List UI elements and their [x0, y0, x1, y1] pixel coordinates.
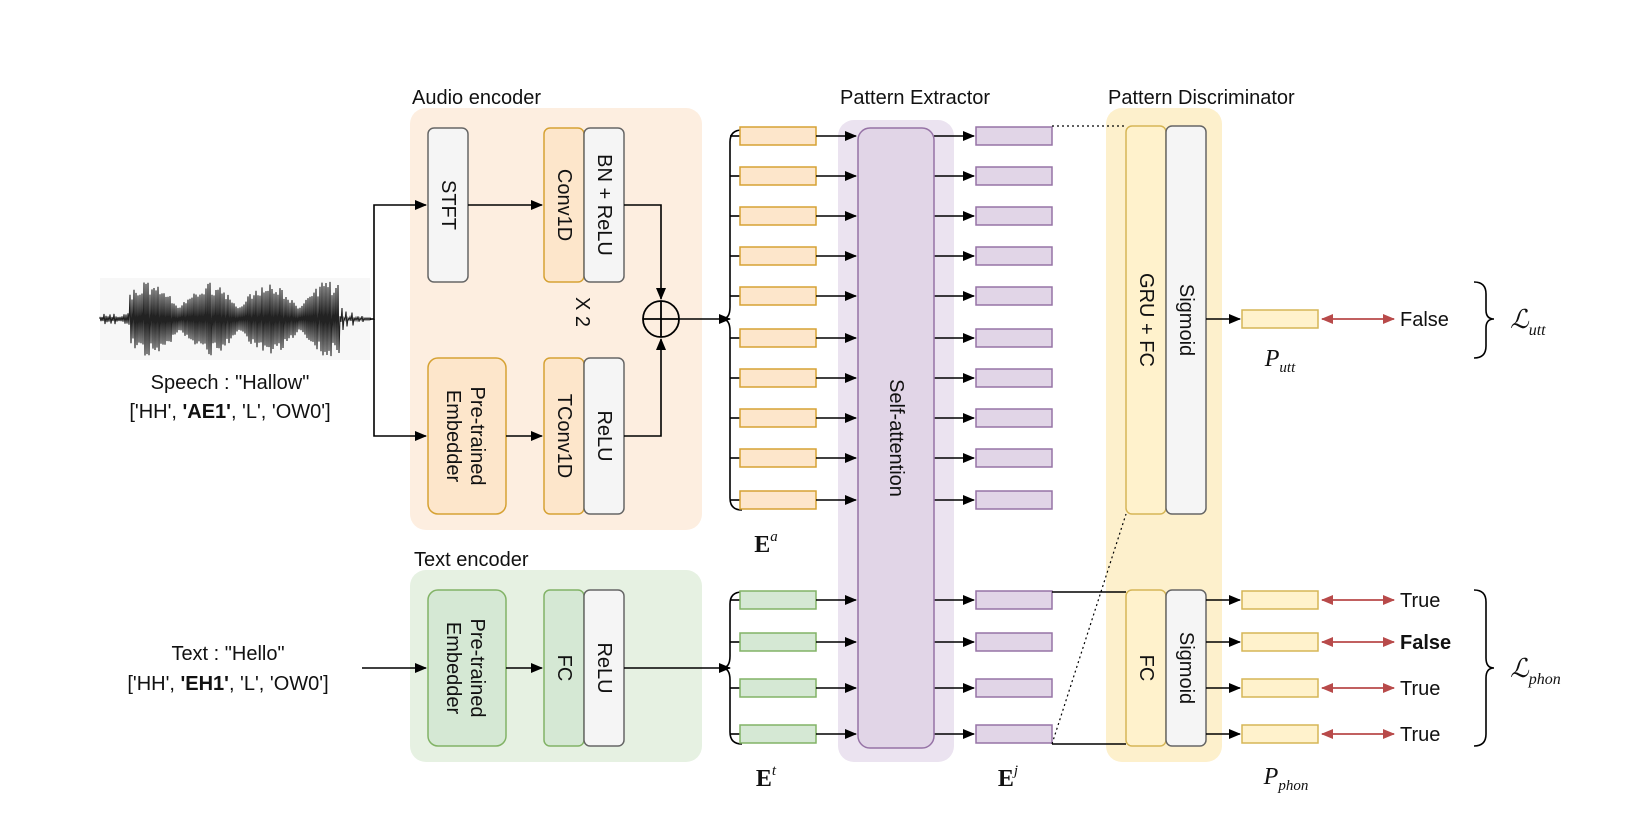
phon-probability-2: [1242, 679, 1318, 697]
joint-embedding-3: [976, 247, 1052, 265]
phon-probability-1: [1242, 633, 1318, 651]
pattern-extractor-title: Pattern Extractor: [840, 87, 990, 109]
joint-embedding-4: [976, 287, 1052, 305]
text-label: Text : "Hello": [171, 643, 284, 665]
audio-embedding-3: [740, 247, 816, 265]
audio-encoder-title: Audio encoder: [412, 87, 541, 109]
repeat-label: X 2: [571, 297, 593, 327]
conv1d-label: Conv1D: [553, 169, 575, 241]
joint-embedding-2: [976, 207, 1052, 225]
joint-embedding-2: [976, 679, 1052, 697]
phon-fc-label: FC: [1135, 655, 1157, 682]
audio-embedding-1: [740, 167, 816, 185]
audio-embedding-8: [740, 449, 816, 467]
tconv1d-label: TConv1D: [553, 394, 575, 478]
bn-relu-label: BN + ReLU: [593, 154, 615, 256]
phon-probability-3: [1242, 725, 1318, 743]
utt-sigmoid-label: Sigmoid: [1175, 284, 1197, 356]
utt-probability-label: Putt: [1264, 346, 1296, 376]
text-phonemes: ['HH', 'EH1', 'L', 'OW0']: [127, 673, 328, 695]
output-predictions: FalseTrueFalseTrueTrue: [1206, 309, 1451, 746]
joint-embedding-1: [976, 167, 1052, 185]
audio-embedding-label: Ea: [754, 529, 778, 558]
audio-embedding-0: [740, 127, 816, 145]
phon-probability-label: Pphon: [1263, 764, 1309, 794]
joint-embedding-6: [976, 369, 1052, 387]
speech-label: Speech : "Hallow": [151, 372, 310, 394]
text-embedding-label: Et: [756, 763, 777, 792]
speech-phonemes: ['HH', 'AE1', 'L', 'OW0']: [129, 401, 330, 423]
text-encoder-title: Text encoder: [414, 549, 529, 571]
text-embedding-0: [740, 591, 816, 609]
utt-probability-0: [1242, 310, 1318, 328]
phon-target-label-3: True: [1400, 724, 1440, 746]
joint-embedding-label: Ej: [998, 763, 1018, 792]
joint-embedding-0: [976, 127, 1052, 145]
joint-embedding-1: [976, 633, 1052, 651]
joint-embedding-9: [976, 491, 1052, 509]
audio-embedding-5: [740, 329, 816, 347]
joint-embedding-8: [976, 449, 1052, 467]
joint-embedding-0: [976, 591, 1052, 609]
loss-braces: [1474, 282, 1494, 746]
phon-loss-label: ℒphon: [1510, 654, 1561, 688]
phon-target-label-1: False: [1400, 632, 1451, 654]
text-embedding-3: [740, 725, 816, 743]
text-fc-label: FC: [553, 655, 575, 682]
text-embedding-1: [740, 633, 816, 651]
self-attention-label: Self-attention: [885, 379, 907, 497]
audio-embeddings: [730, 127, 856, 509]
stft-label: STFT: [437, 180, 459, 230]
phon-probability-0: [1242, 591, 1318, 609]
speech-waveform-icon: [100, 278, 371, 360]
embedding-braces: [722, 130, 742, 744]
audio-embedding-9: [740, 491, 816, 509]
joint-embedding-3: [976, 725, 1052, 743]
phon-sigmoid-label: Sigmoid: [1175, 632, 1197, 704]
text-relu-label: ReLU: [593, 642, 615, 693]
utt-loss-label: ℒutt: [1510, 305, 1546, 339]
audio-relu-label: ReLU: [593, 410, 615, 461]
audio-embedding-2: [740, 207, 816, 225]
phon-target-label-2: True: [1400, 678, 1440, 700]
joint-embedding-5: [976, 329, 1052, 347]
audio-embedding-6: [740, 369, 816, 387]
sum-icon: [643, 301, 679, 337]
utt-target-label-0: False: [1400, 309, 1449, 331]
phon-target-label-0: True: [1400, 590, 1440, 612]
audio-embedding-7: [740, 409, 816, 427]
pattern-discriminator-title: Pattern Discriminator: [1108, 87, 1295, 109]
text-embedding-2: [740, 679, 816, 697]
gru-fc-label: GRU + FC: [1135, 273, 1157, 367]
joint-embedding-7: [976, 409, 1052, 427]
text-embeddings: [730, 591, 856, 743]
audio-embedding-4: [740, 287, 816, 305]
